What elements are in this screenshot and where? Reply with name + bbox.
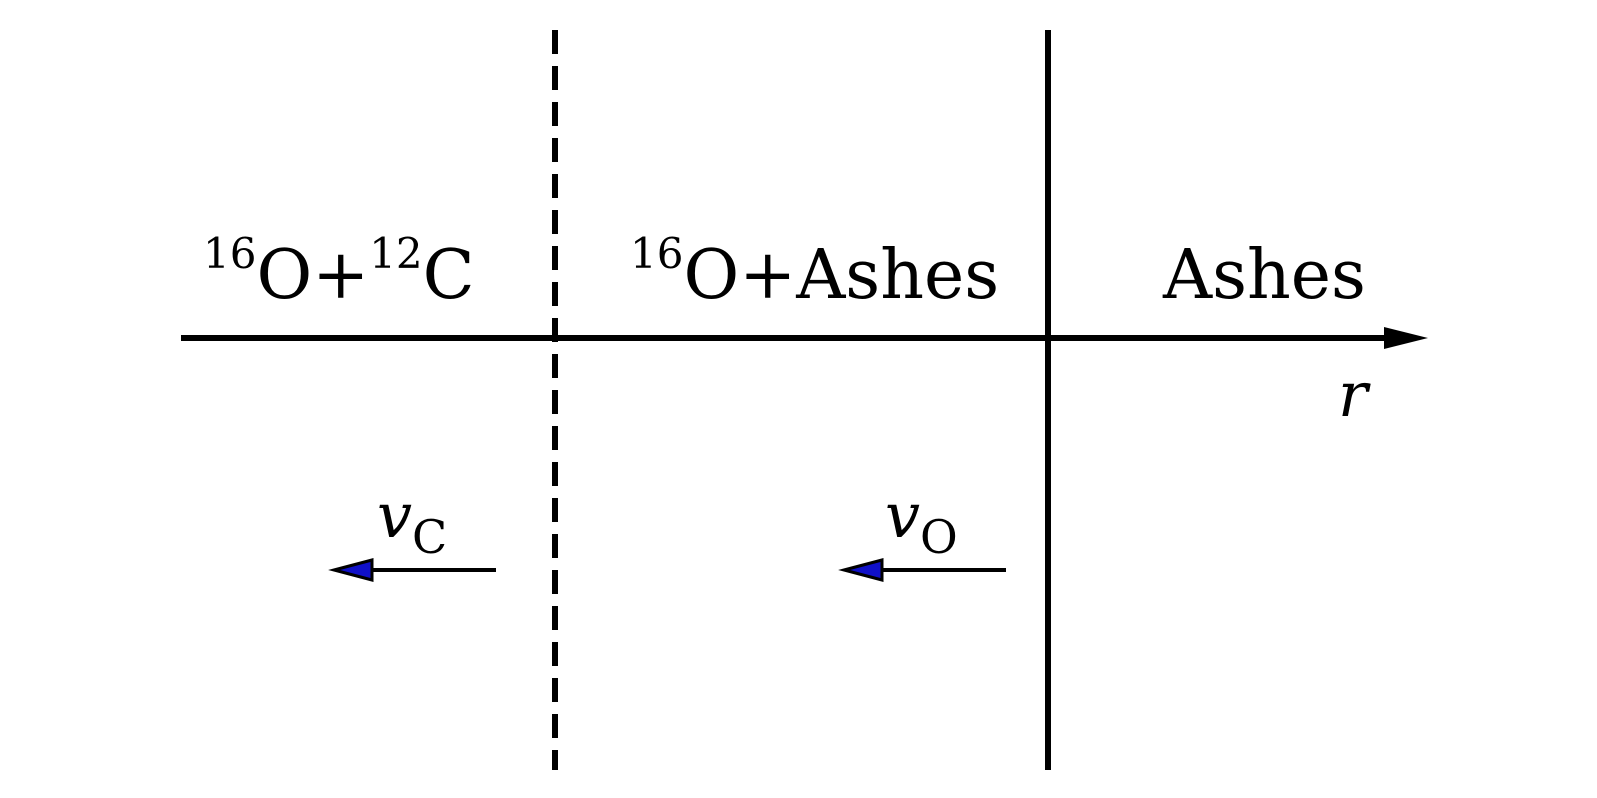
carbon-mass-number: 12 <box>369 229 422 278</box>
velocity-subscript: O <box>920 510 958 564</box>
oxygen-mass-number: 16 <box>630 229 683 278</box>
carbon-symbol: C <box>423 236 475 315</box>
oxygen-symbol: O <box>683 236 739 315</box>
radial-axis-arrowhead <box>1384 327 1428 349</box>
oxygen-mass-number: 16 <box>203 229 256 278</box>
region-label-oxygen-carbon: 16O+12C <box>203 229 475 315</box>
velocity-arrow-oxygen-head <box>838 558 884 582</box>
region-label-ashes: Ashes <box>1162 236 1366 315</box>
velocity-symbol: v <box>885 479 920 552</box>
axis-label-r: r <box>1338 358 1371 431</box>
plus-sign: + <box>739 236 796 315</box>
velocity-label-oxygen: vO <box>885 479 958 564</box>
region-label-oxygen-ashes: 16O+Ashes <box>630 229 999 315</box>
ashes-word: Ashes <box>795 236 999 315</box>
velocity-arrow-carbon-head <box>328 558 374 582</box>
plus-sign: + <box>312 236 369 315</box>
velocity-label-carbon: vC <box>377 479 447 564</box>
oxygen-symbol: O <box>256 236 312 315</box>
velocity-subscript: C <box>412 510 447 564</box>
velocity-symbol: v <box>377 479 412 552</box>
